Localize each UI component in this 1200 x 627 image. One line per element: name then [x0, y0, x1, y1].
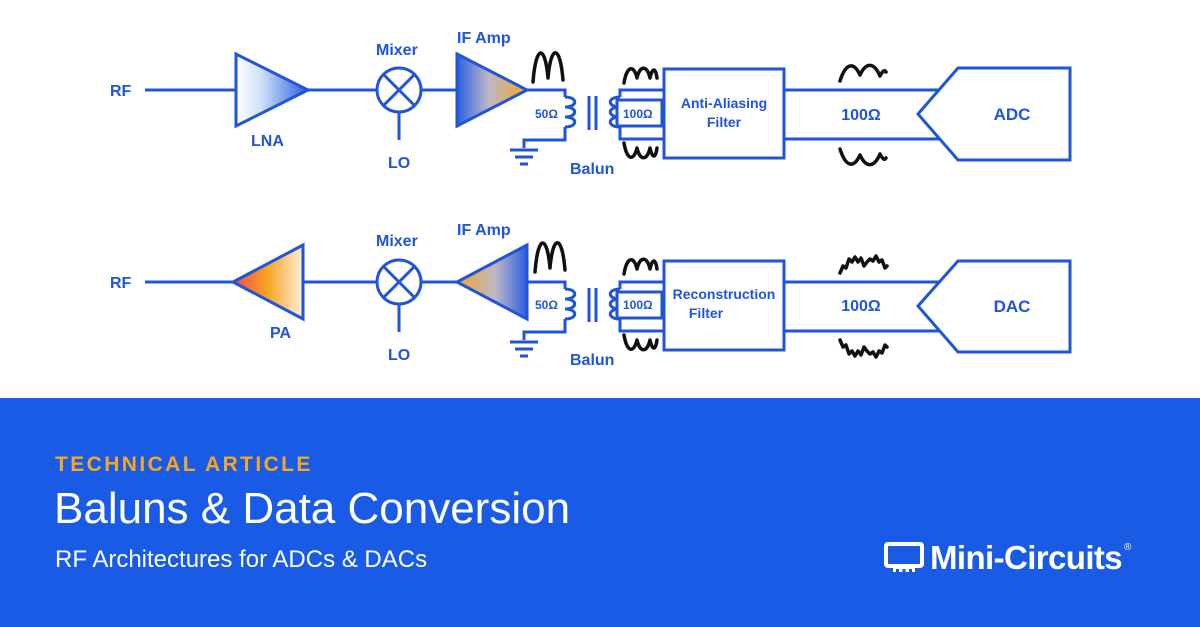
article-title: Baluns & Data Conversion	[54, 484, 571, 533]
tx-negative-waveform	[622, 333, 659, 352]
rx-if-amp-label: IF Amp	[457, 30, 511, 47]
rx-balun-secondary-coil	[608, 95, 621, 129]
tx-balun-label: Balun	[570, 352, 614, 369]
block-diagram: RF LNA Mixer LO IF Amp 50Ω Balun 10	[110, 30, 1072, 369]
rx-line-positive-waveform	[838, 63, 888, 83]
article-subtitle: RF Architectures for ADCs & DACs	[55, 546, 428, 573]
tx-balun-secondary-coil	[608, 287, 621, 321]
adc-block	[916, 66, 1072, 162]
anti-aliasing-filter-block	[662, 67, 786, 160]
tx-if-waveform	[533, 241, 567, 274]
rx-positive-waveform	[622, 66, 659, 85]
rx-negative-waveform	[622, 141, 659, 160]
article-banner	[0, 398, 1200, 627]
rx-line-impedance: 100Ω	[841, 107, 881, 124]
tx-line-negative-waveform	[838, 338, 889, 359]
rx-if-waveform	[531, 51, 565, 84]
article-category: TECHNICAL ARTICLE	[55, 453, 313, 476]
rx-lo-label: LO	[388, 155, 410, 172]
rx-secondary-impedance: 100Ω	[623, 107, 653, 121]
tx-primary-impedance: 50Ω	[535, 298, 558, 312]
tx-line-positive-waveform	[838, 254, 889, 275]
rx-mixer-symbol	[375, 66, 423, 114]
chip-logo-icon	[884, 542, 924, 573]
tx-secondary-impedance: 100Ω	[623, 298, 653, 312]
rx-balun-primary-coil	[564, 95, 577, 129]
anti-aliasing-filter-label-line2: Filter	[707, 114, 742, 130]
rx-primary-impedance: 50Ω	[535, 107, 558, 121]
tx-lo-label: LO	[388, 347, 410, 364]
lna-label: LNA	[251, 133, 284, 150]
rx-rf-input-label: RF	[110, 83, 132, 100]
rx-mixer-label: Mixer	[376, 42, 418, 59]
brand-logo: Mini-Circuits ®	[884, 538, 1131, 578]
pa-amplifier-symbol	[229, 242, 305, 322]
rx-if-amp-symbol	[455, 51, 531, 129]
registered-mark: ®	[1124, 542, 1132, 553]
rx-ground-icon	[510, 148, 538, 166]
tx-line-impedance: 100Ω	[841, 298, 881, 315]
reconstruction-filter-block	[662, 259, 786, 352]
tx-balun-primary-coil	[564, 287, 577, 321]
reconstruction-filter-label-line2: Filter	[689, 305, 724, 321]
tx-if-amp-symbol	[453, 242, 529, 322]
receive-chain: RF LNA Mixer LO IF Amp 50Ω Balun 10	[110, 30, 1072, 178]
tx-mixer-label: Mixer	[376, 233, 418, 250]
tx-positive-waveform	[622, 257, 659, 276]
pa-label: PA	[270, 325, 291, 342]
brand-name: Mini-Circuits	[930, 539, 1123, 576]
reconstruction-filter-label-line1: Reconstruction	[673, 286, 776, 302]
anti-aliasing-filter-label-line1: Anti-Aliasing	[681, 95, 767, 111]
transmit-chain: RF PA Mixer LO IF Amp 50Ω Balun 100	[110, 222, 1072, 369]
tx-ground-icon	[510, 340, 538, 358]
tx-rf-output-label: RF	[110, 275, 132, 292]
tx-mixer-symbol	[375, 258, 423, 306]
lna-amplifier-symbol	[234, 51, 312, 129]
rx-line-negative-waveform	[838, 147, 888, 167]
rx-balun-label: Balun	[570, 161, 614, 178]
tx-if-amp-label: IF Amp	[457, 222, 511, 239]
dac-label: DAC	[994, 297, 1031, 316]
adc-label: ADC	[994, 105, 1031, 124]
dac-block	[916, 259, 1072, 354]
